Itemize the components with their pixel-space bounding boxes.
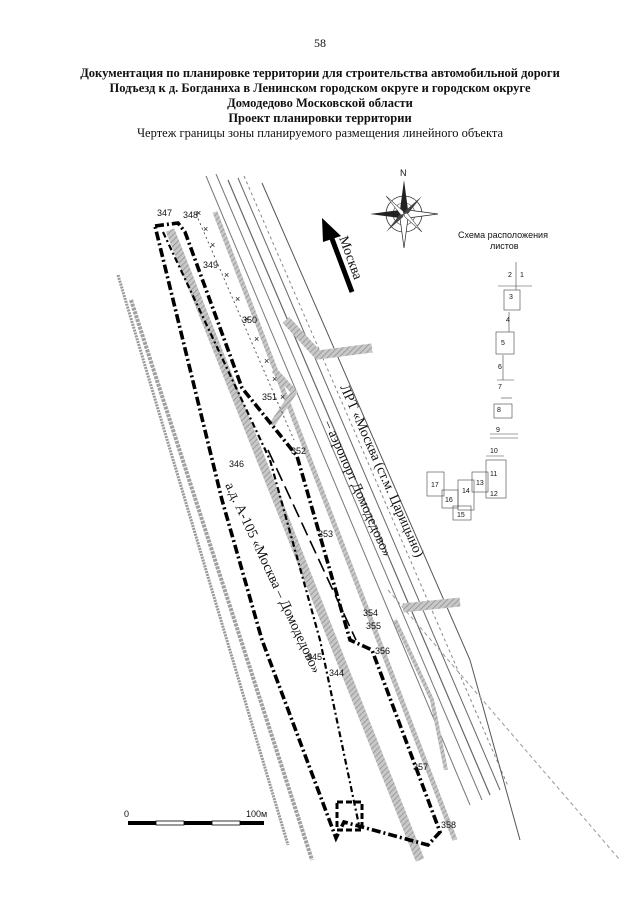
moscow-direction-arrow: Москва — [322, 218, 365, 293]
page-number: 58 — [314, 36, 326, 50]
point-label-346: 346 — [229, 459, 244, 469]
terrain-lines — [116, 173, 621, 861]
scheme-title-line-1: Схема расположения — [458, 230, 548, 240]
svg-text:14: 14 — [462, 488, 470, 495]
svg-text:11: 11 — [490, 471, 497, 478]
fence-line: × × × × × × × × × × — [195, 208, 295, 441]
scale-end-label: 100м — [246, 809, 267, 819]
point-label-355: 355 — [366, 621, 381, 631]
doc-title-line-2: Подъезд к д. Богданиха в Ленинском город… — [109, 81, 531, 95]
svg-text:×: × — [272, 374, 277, 384]
scheme-title-line-2: листов — [490, 241, 519, 251]
svg-text:6: 6 — [498, 364, 502, 371]
doc-title-line-3: Домодедово Московской области — [227, 96, 413, 110]
svg-text:×: × — [196, 208, 201, 218]
svg-text:×: × — [203, 224, 208, 234]
svg-text:8: 8 — [497, 407, 501, 414]
doc-title-line-1: Документация по планировке территории дл… — [80, 66, 560, 80]
svg-text:3: 3 — [509, 294, 513, 301]
zone-boundary — [152, 221, 443, 848]
svg-text:10: 10 — [490, 448, 498, 455]
point-label-345: 345 — [307, 652, 322, 662]
point-label-348: 348 — [183, 210, 198, 220]
hatched-road-bands — [165, 211, 461, 862]
svg-text:16: 16 — [445, 497, 453, 504]
point-label-349: 349 — [203, 260, 218, 270]
svg-text:13: 13 — [476, 480, 484, 487]
point-label-350: 350 — [242, 315, 257, 325]
compass-rose: N — [370, 168, 439, 249]
point-label-353: 353 — [318, 529, 333, 539]
svg-text:1: 1 — [520, 272, 524, 279]
svg-text:17: 17 — [431, 482, 439, 489]
svg-text:12: 12 — [490, 491, 498, 498]
doc-title-line-4: Проект планировки территории — [228, 111, 412, 125]
svg-text:×: × — [224, 270, 229, 280]
svg-text:9: 9 — [496, 427, 500, 434]
scale-bar: 0 100м — [124, 809, 267, 826]
doc-subtitle: Чертеж границы зоны планируемого размеще… — [136, 126, 504, 140]
point-label-354: 354 — [363, 608, 378, 618]
north-label: N — [400, 168, 407, 178]
svg-text:×: × — [235, 294, 240, 304]
sheet-layout-scheme: Схема расположения листов 2 1 3 4 5 — [426, 230, 548, 521]
scale-start-label: 0 — [124, 809, 129, 819]
point-label-356: 356 — [375, 646, 390, 656]
point-label-344: 344 — [329, 668, 344, 678]
point-label-351: 351 — [262, 392, 277, 402]
svg-text:2: 2 — [508, 272, 512, 279]
point-label-352: 352 — [291, 446, 306, 456]
svg-text:5: 5 — [501, 340, 505, 347]
svg-text:15: 15 — [457, 512, 465, 519]
svg-text:×: × — [264, 356, 269, 366]
svg-text:×: × — [254, 334, 259, 344]
svg-text:×: × — [210, 240, 215, 250]
boundary-point-labels: 344 345 346 347 348 349 350 351 352 353 … — [157, 208, 456, 830]
svg-text:×: × — [280, 392, 285, 402]
svg-text:4: 4 — [506, 317, 510, 324]
point-label-347: 347 — [157, 208, 172, 218]
point-label-358: 358 — [441, 820, 456, 830]
point-label-357: 357 — [413, 762, 428, 772]
svg-text:7: 7 — [498, 384, 502, 391]
svg-text:×: × — [244, 314, 249, 324]
